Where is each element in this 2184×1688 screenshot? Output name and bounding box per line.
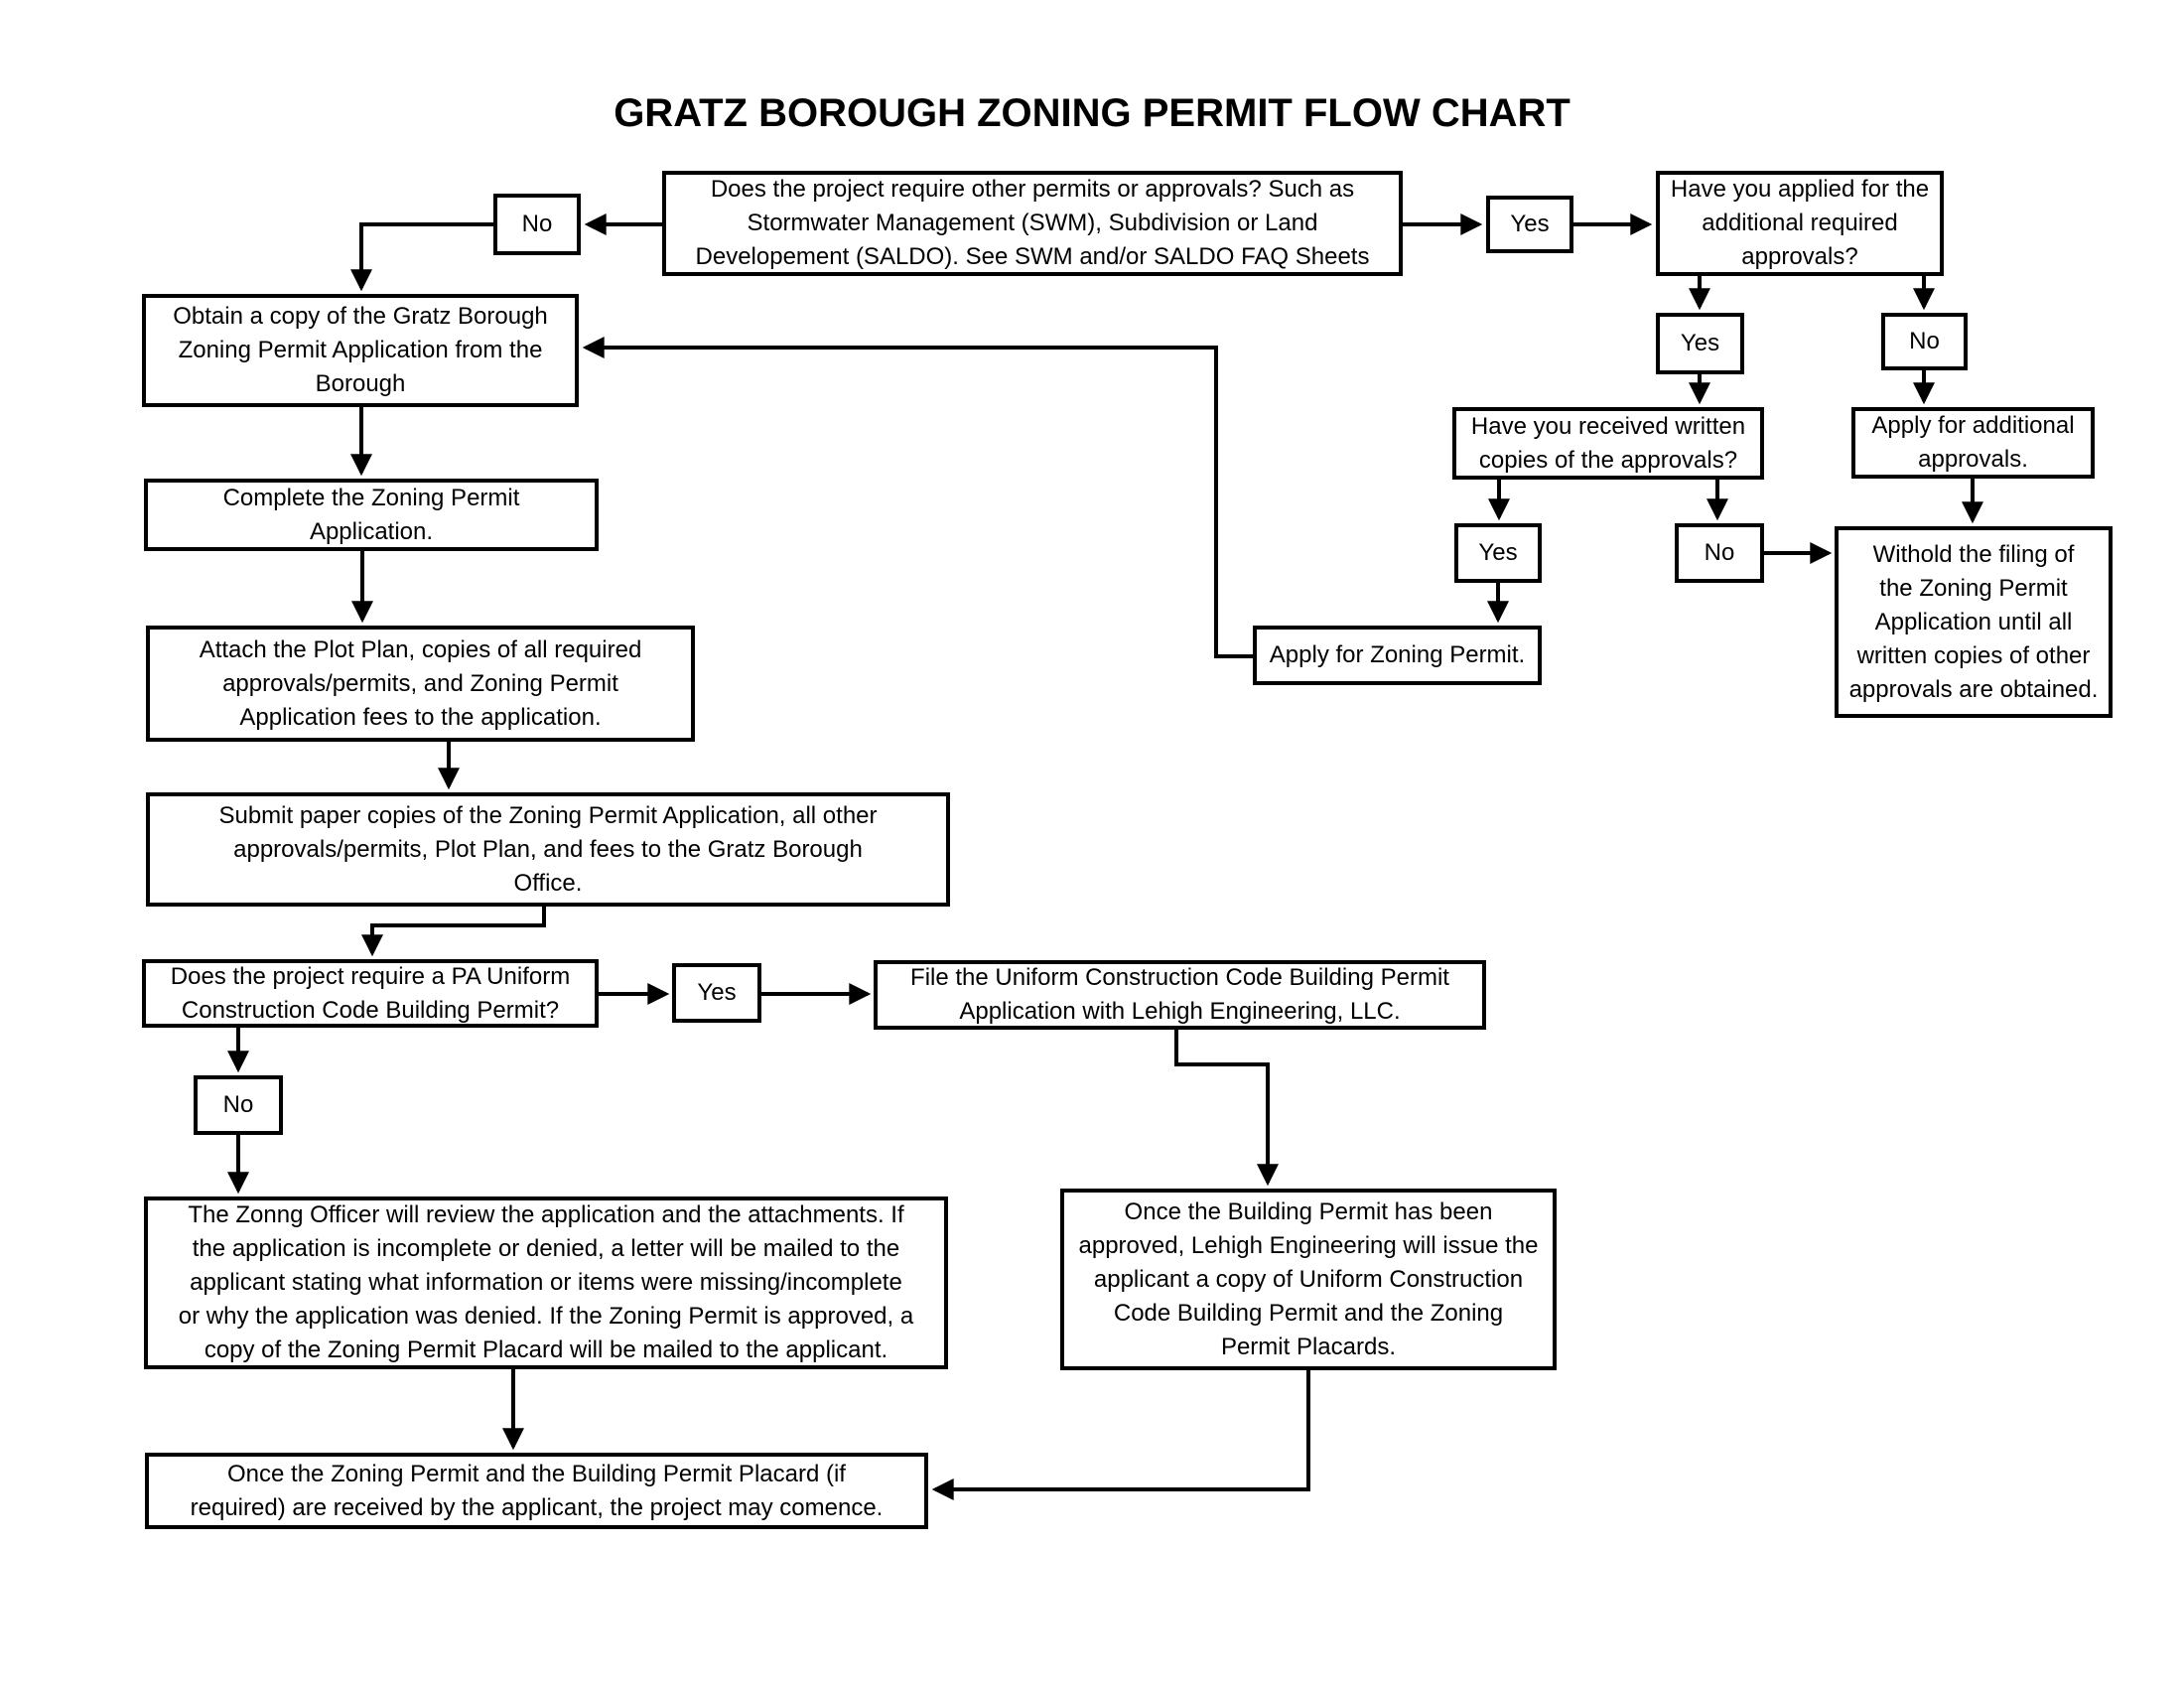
node-have-applied: Have you applied for the additional requ…	[1656, 171, 1944, 276]
edge-submit-to-does	[361, 907, 546, 957]
node-complete-app: Complete the Zoning Permit Application.	[144, 479, 599, 551]
node-yes-top: Yes	[1486, 196, 1573, 253]
node-apply-additional: Apply for additional approvals.	[1851, 407, 2095, 479]
page-title: GRATZ BOROUGH ZONING PERMIT FLOW CHART	[614, 91, 1570, 135]
node-yes-applied: Yes	[1656, 313, 1744, 374]
edge-once-building-to-final	[931, 1370, 1310, 1500]
node-no-received: No	[1675, 523, 1764, 583]
edge-apply-zoning-to-obtain	[582, 337, 1253, 658]
node-yes-received: Yes	[1454, 523, 1542, 583]
node-no-top: No	[493, 194, 581, 255]
node-file-ucc: File the Uniform Construction Code Build…	[874, 960, 1486, 1030]
node-once-building: Once the Building Permit has been approv…	[1060, 1189, 1557, 1370]
edge-file-to-once-building	[1174, 1030, 1279, 1187]
node-yes-ucc: Yes	[672, 963, 761, 1023]
node-obtain-copy: Obtain a copy of the Gratz Borough Zonin…	[142, 294, 579, 407]
node-no-ucc: No	[194, 1075, 283, 1135]
edge-no-to-obtain	[350, 222, 493, 292]
node-zoning-officer: The Zonng Officer will review the applic…	[144, 1196, 948, 1369]
node-apply-zoning: Apply for Zoning Permit.	[1253, 626, 1542, 685]
node-submit-copies: Submit paper copies of the Zoning Permit…	[146, 792, 950, 907]
node-attach-plot-plan: Attach the Plot Plan, copies of all requ…	[146, 626, 695, 742]
node-have-received: Have you received written copies of the …	[1452, 407, 1764, 480]
node-project-commence: Once the Zoning Permit and the Building …	[145, 1453, 928, 1529]
node-top-question: Does the project require other permits o…	[662, 171, 1403, 276]
node-no-applied: No	[1881, 313, 1968, 370]
node-withhold-filing: Withold the filing of the Zoning Permit …	[1835, 526, 2113, 718]
node-does-ucc-question: Does the project require a PA Uniform Co…	[142, 959, 599, 1028]
